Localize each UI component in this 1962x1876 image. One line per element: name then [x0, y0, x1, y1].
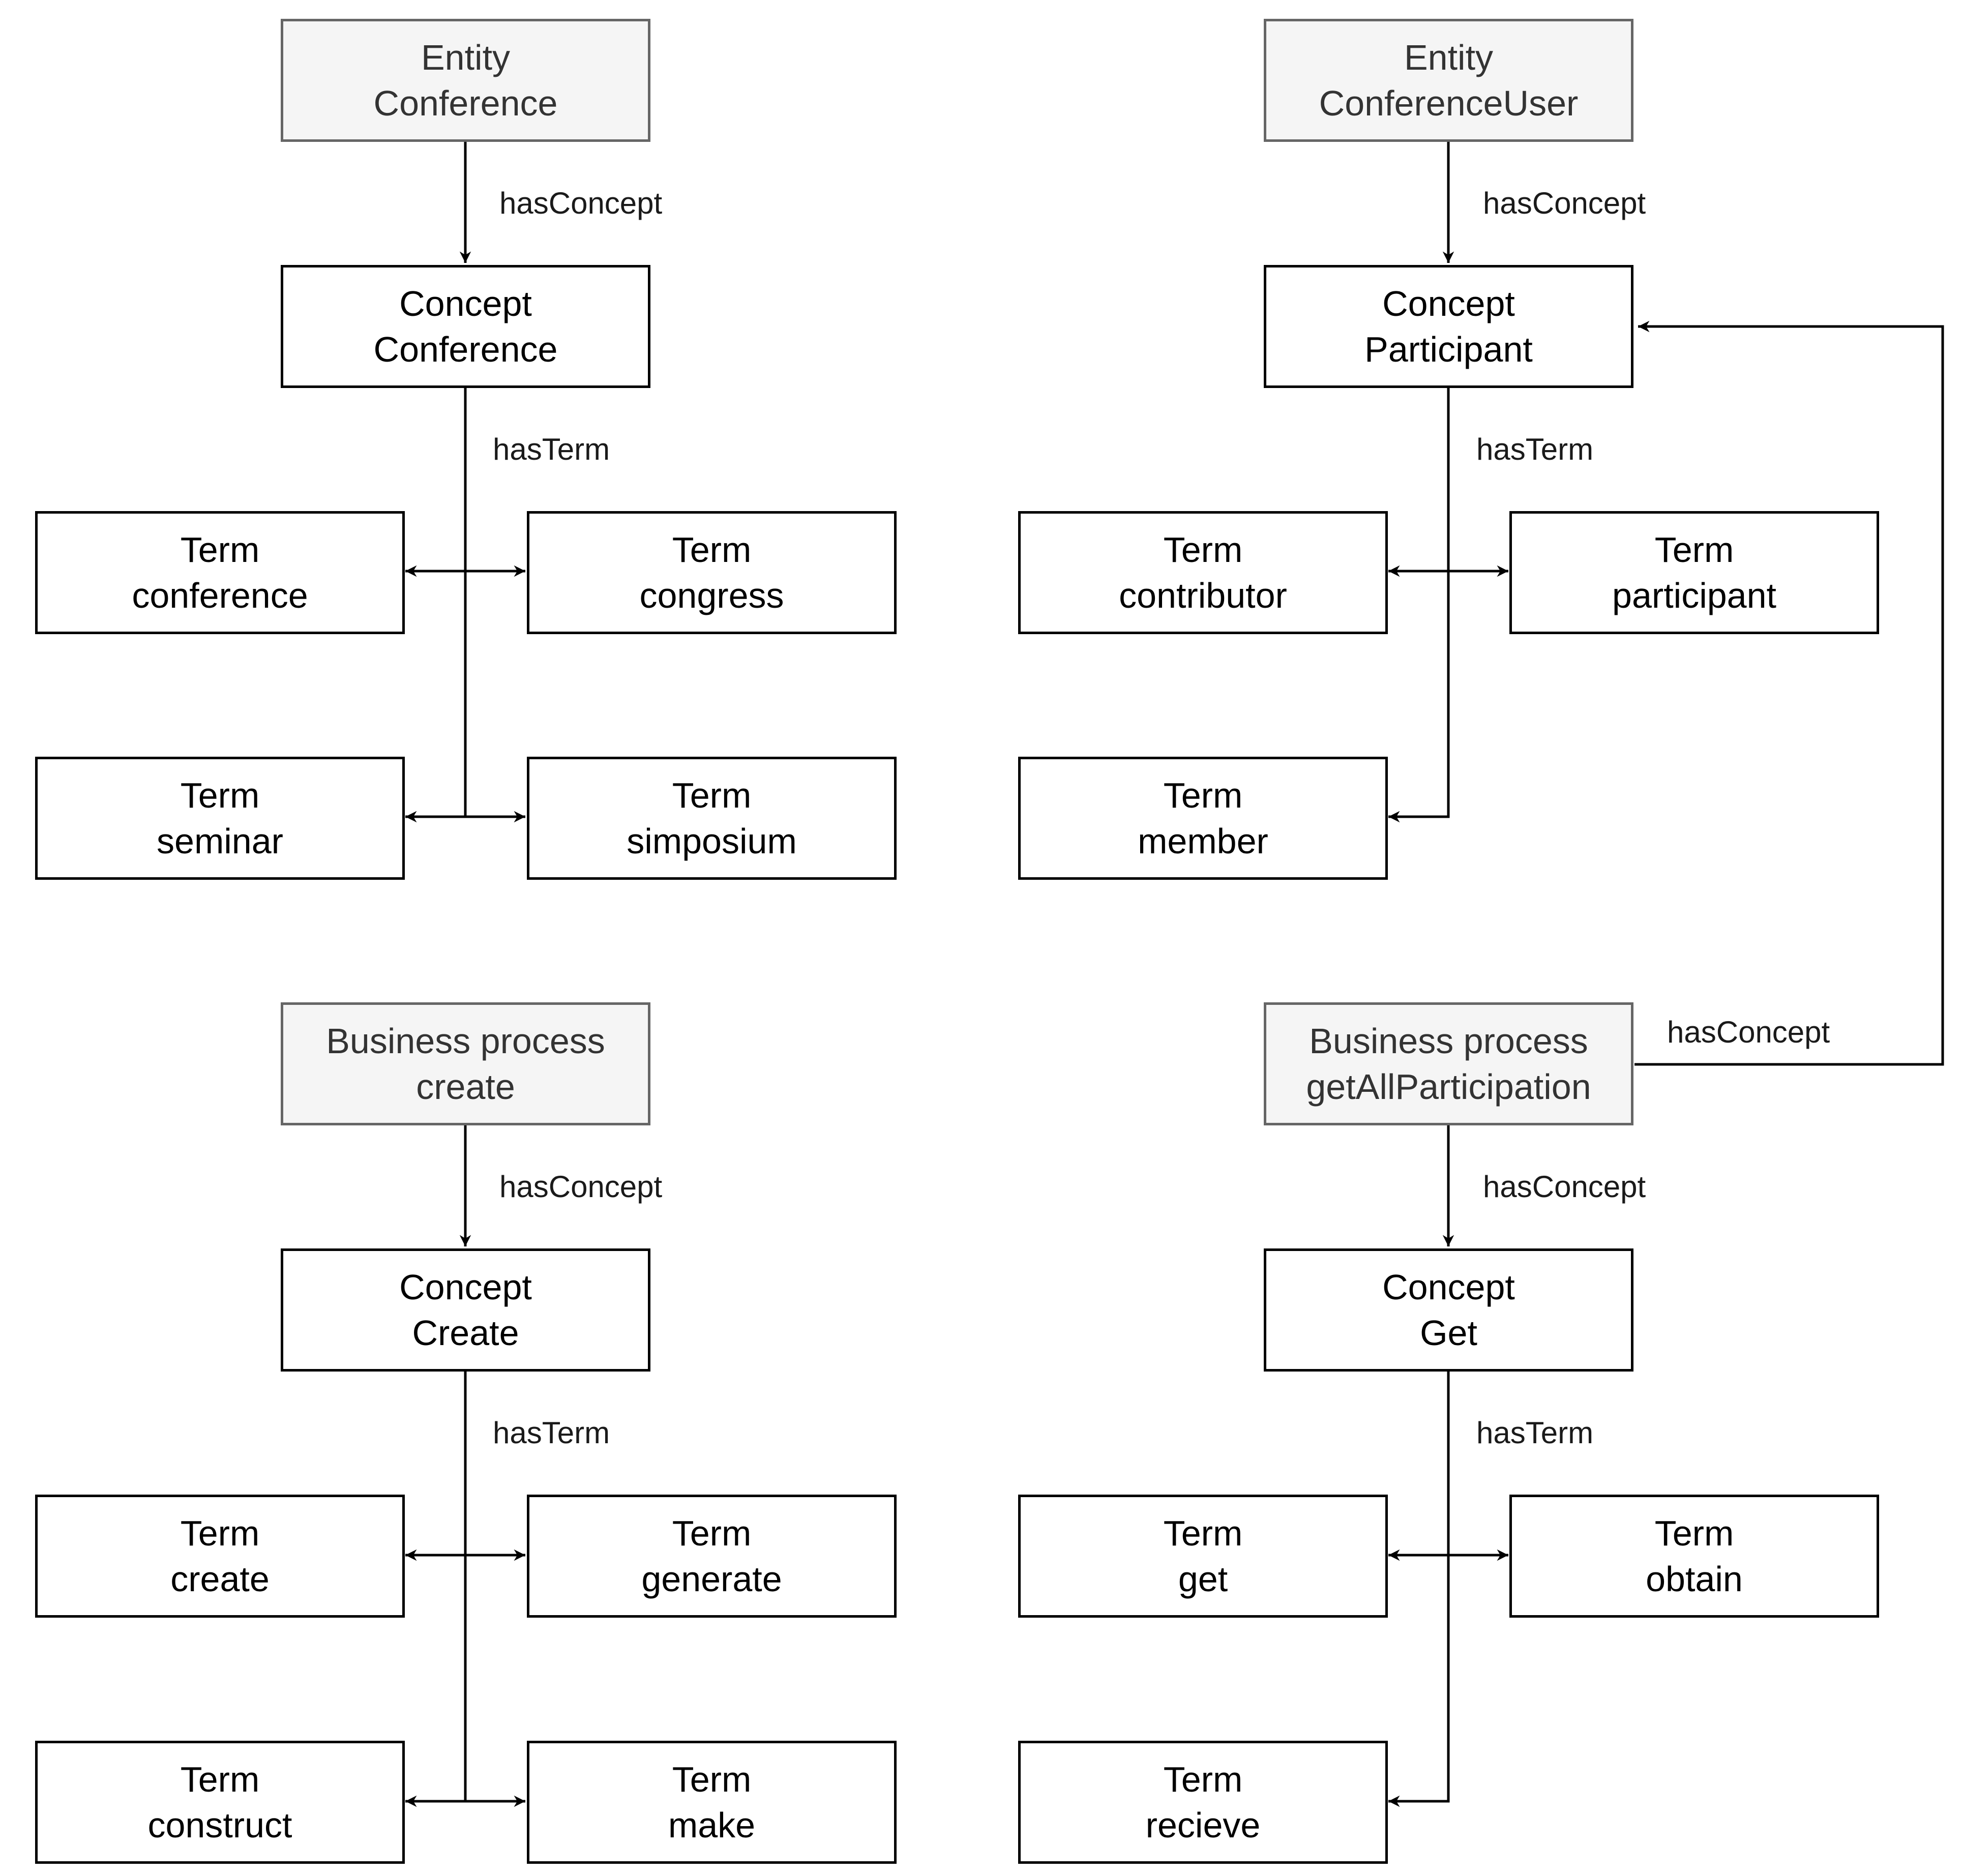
node-name-label: make	[668, 1805, 756, 1845]
node-name-label: Participant	[1364, 330, 1533, 369]
term-member-node[interactable]: Term member	[1018, 757, 1388, 880]
node-type-label: Term	[180, 1760, 260, 1799]
term-participant-node[interactable]: Term participant	[1509, 511, 1879, 634]
edge-label-hasterm: hasTerm	[491, 1415, 612, 1451]
term-conference-node[interactable]: Term conference	[35, 511, 405, 634]
connector-hasterm-trunk-get	[1388, 1372, 1450, 1807]
node-type-label: Term	[1163, 1760, 1243, 1799]
concept-conference-node[interactable]: Concept Conference	[281, 265, 650, 388]
node-name-label: Create	[412, 1313, 519, 1353]
concept-participant-node[interactable]: Concept Participant	[1264, 265, 1633, 388]
node-type-label: Term	[180, 530, 260, 570]
node-type-label: Concept	[1382, 284, 1515, 323]
node-name-label: Conference	[373, 83, 558, 123]
node-name-label: congress	[639, 576, 784, 615]
node-type-label: Entity	[1404, 38, 1494, 77]
concept-create-node[interactable]: Concept Create	[281, 1248, 650, 1372]
edge-label-hasterm: hasTerm	[1474, 1415, 1596, 1451]
node-name-label: get	[1178, 1559, 1228, 1599]
business-process-getallparticipation-node[interactable]: Business process getAllParticipation	[1264, 1002, 1633, 1125]
node-name-label: participant	[1612, 576, 1776, 615]
node-name-label: obtain	[1646, 1559, 1743, 1599]
node-name-label: getAllParticipation	[1306, 1067, 1591, 1107]
term-congress-node[interactable]: Term congress	[527, 511, 897, 634]
business-process-create-node[interactable]: Business process create	[281, 1002, 650, 1125]
node-type-label: Term	[180, 1513, 260, 1553]
node-name-label: contributor	[1119, 576, 1287, 615]
node-type-label: Term	[1163, 1513, 1243, 1553]
node-name-label: create	[170, 1559, 270, 1599]
term-contributor-node[interactable]: Term contributor	[1018, 511, 1388, 634]
node-type-label: Term	[1654, 530, 1734, 570]
connector-hasconcept-getall-participant	[1634, 320, 1944, 1066]
node-name-label: member	[1138, 821, 1268, 861]
term-get-node[interactable]: Term get	[1018, 1495, 1388, 1618]
node-type-label: Entity	[421, 38, 511, 77]
term-create-node[interactable]: Term create	[35, 1495, 405, 1618]
concept-get-node[interactable]: Concept Get	[1264, 1248, 1633, 1372]
node-type-label: Concept	[399, 284, 532, 323]
term-seminar-node[interactable]: Term seminar	[35, 757, 405, 880]
node-name-label: construct	[147, 1805, 292, 1845]
edge-label-hasconcept: hasConcept	[1665, 1014, 1832, 1051]
entity-conferenceuser-node[interactable]: Entity ConferenceUser	[1264, 19, 1633, 142]
term-make-node[interactable]: Term make	[527, 1741, 897, 1864]
node-type-label: Term	[672, 776, 752, 815]
node-name-label: recieve	[1145, 1805, 1261, 1845]
node-name-label: conference	[132, 576, 308, 615]
edge-label-hasconcept: hasConcept	[1481, 1169, 1648, 1205]
node-type-label: Term	[1163, 530, 1243, 570]
edge-label-hasterm: hasTerm	[491, 431, 612, 468]
node-name-label: Get	[1420, 1313, 1477, 1353]
connector-hasterm-trunk-participant	[1388, 388, 1450, 823]
node-type-label: Term	[1163, 776, 1243, 815]
node-type-label: Concept	[399, 1267, 532, 1307]
term-generate-node[interactable]: Term generate	[527, 1495, 897, 1618]
node-type-label: Term	[180, 776, 260, 815]
node-name-label: generate	[641, 1559, 782, 1599]
node-name-label: seminar	[157, 821, 283, 861]
entity-conference-node[interactable]: Entity Conference	[281, 19, 650, 142]
node-name-label: Conference	[373, 330, 558, 369]
node-type-label: Term	[1654, 1513, 1734, 1553]
node-type-label: Term	[672, 530, 752, 570]
edge-label-hasconcept: hasConcept	[497, 185, 665, 222]
edge-label-hasterm: hasTerm	[1474, 431, 1596, 468]
edge-label-hasconcept: hasConcept	[497, 1169, 665, 1205]
term-simposium-node[interactable]: Term simposium	[527, 757, 897, 880]
node-name-label: simposium	[627, 821, 797, 861]
node-type-label: Business process	[1309, 1021, 1588, 1061]
node-type-label: Term	[672, 1513, 752, 1553]
node-type-label: Term	[672, 1760, 752, 1799]
node-name-label: ConferenceUser	[1319, 83, 1579, 123]
node-name-label: create	[416, 1067, 515, 1107]
node-type-label: Concept	[1382, 1267, 1515, 1307]
term-obtain-node[interactable]: Term obtain	[1509, 1495, 1879, 1618]
node-type-label: Business process	[326, 1021, 605, 1061]
term-construct-node[interactable]: Term construct	[35, 1741, 405, 1864]
edge-label-hasconcept: hasConcept	[1481, 185, 1648, 222]
term-recieve-node[interactable]: Term recieve	[1018, 1741, 1388, 1864]
